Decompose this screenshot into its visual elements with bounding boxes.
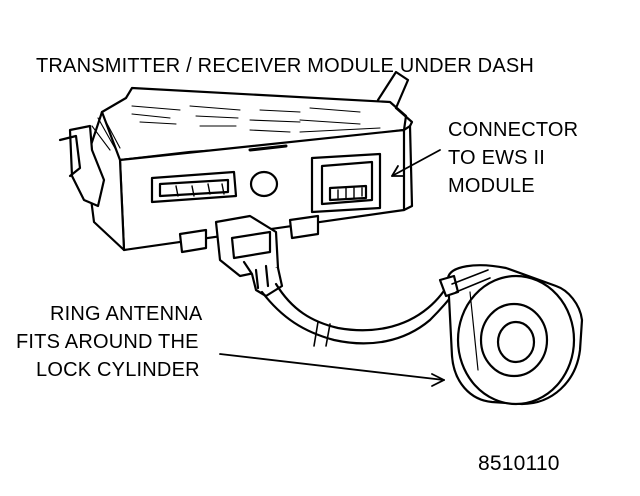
top-face-markings <box>91 105 381 152</box>
mounting-tab-right <box>376 70 414 128</box>
connector-label-line-2: TO EWS II <box>448 147 545 169</box>
leader-arrows <box>219 149 445 387</box>
left-connector-socket <box>150 170 238 204</box>
antenna-label-line-1: RING ANTENNA <box>50 303 203 325</box>
right-connector <box>310 152 382 214</box>
antenna-label-line-2: FITS AROUND THE <box>16 331 199 353</box>
connector-label-line-3: MODULE <box>448 175 535 197</box>
front-circle <box>249 170 279 198</box>
ring-antenna <box>438 264 584 406</box>
figure-number: 8510110 <box>478 452 560 475</box>
antenna-label-line-3: LOCK CYLINDER <box>36 359 200 381</box>
mounting-tab-left <box>58 124 106 208</box>
connector-label-line-1: CONNECTOR <box>448 119 579 141</box>
antenna-cable <box>260 280 460 347</box>
module-feet <box>178 214 320 254</box>
figure-title: TRANSMITTER / RECEIVER MODULE UNDER DASH <box>36 55 535 77</box>
antenna-plug <box>214 214 284 298</box>
